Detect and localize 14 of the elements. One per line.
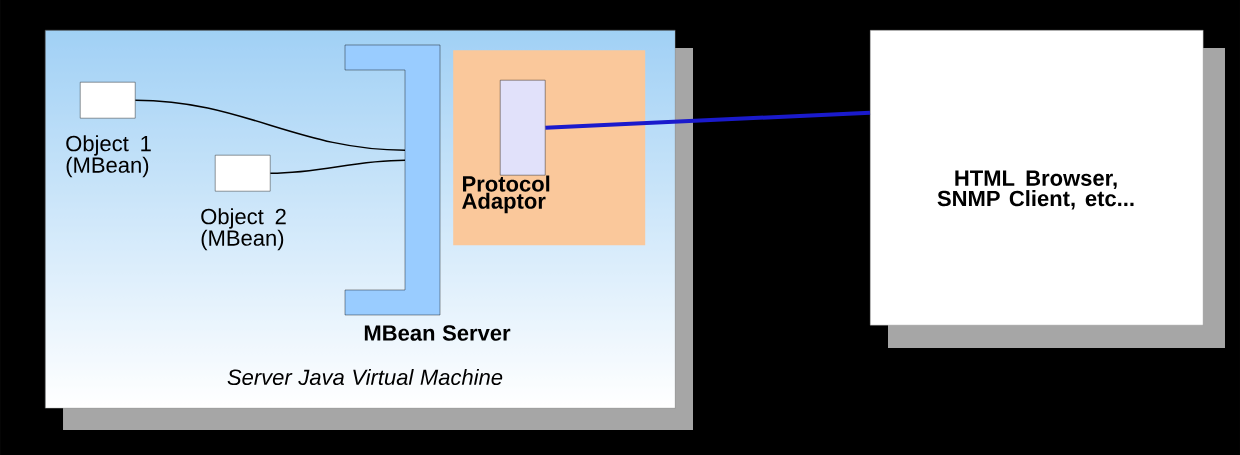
- server-label: MBean Server: [364, 325, 511, 341]
- adaptor-label: Protocol Adaptor: [462, 175, 550, 214]
- client-label: HTML Browser, SNMP Client, etc...: [937, 170, 1134, 210]
- connector: [269, 159, 406, 174]
- connector: [134, 99, 406, 151]
- mbean-box: [215, 155, 271, 192]
- port-box: [500, 80, 546, 176]
- mbean-label: Object 1 (MBean): [66, 135, 151, 178]
- client-box: [870, 30, 1204, 326]
- server-bracket: [344, 44, 441, 316]
- mbean-label: Object 2 (MBean): [201, 208, 286, 251]
- panel-caption: Server Java Virtual Machine: [227, 368, 503, 386]
- mbean-box: [80, 82, 136, 119]
- connector: [545, 110, 871, 130]
